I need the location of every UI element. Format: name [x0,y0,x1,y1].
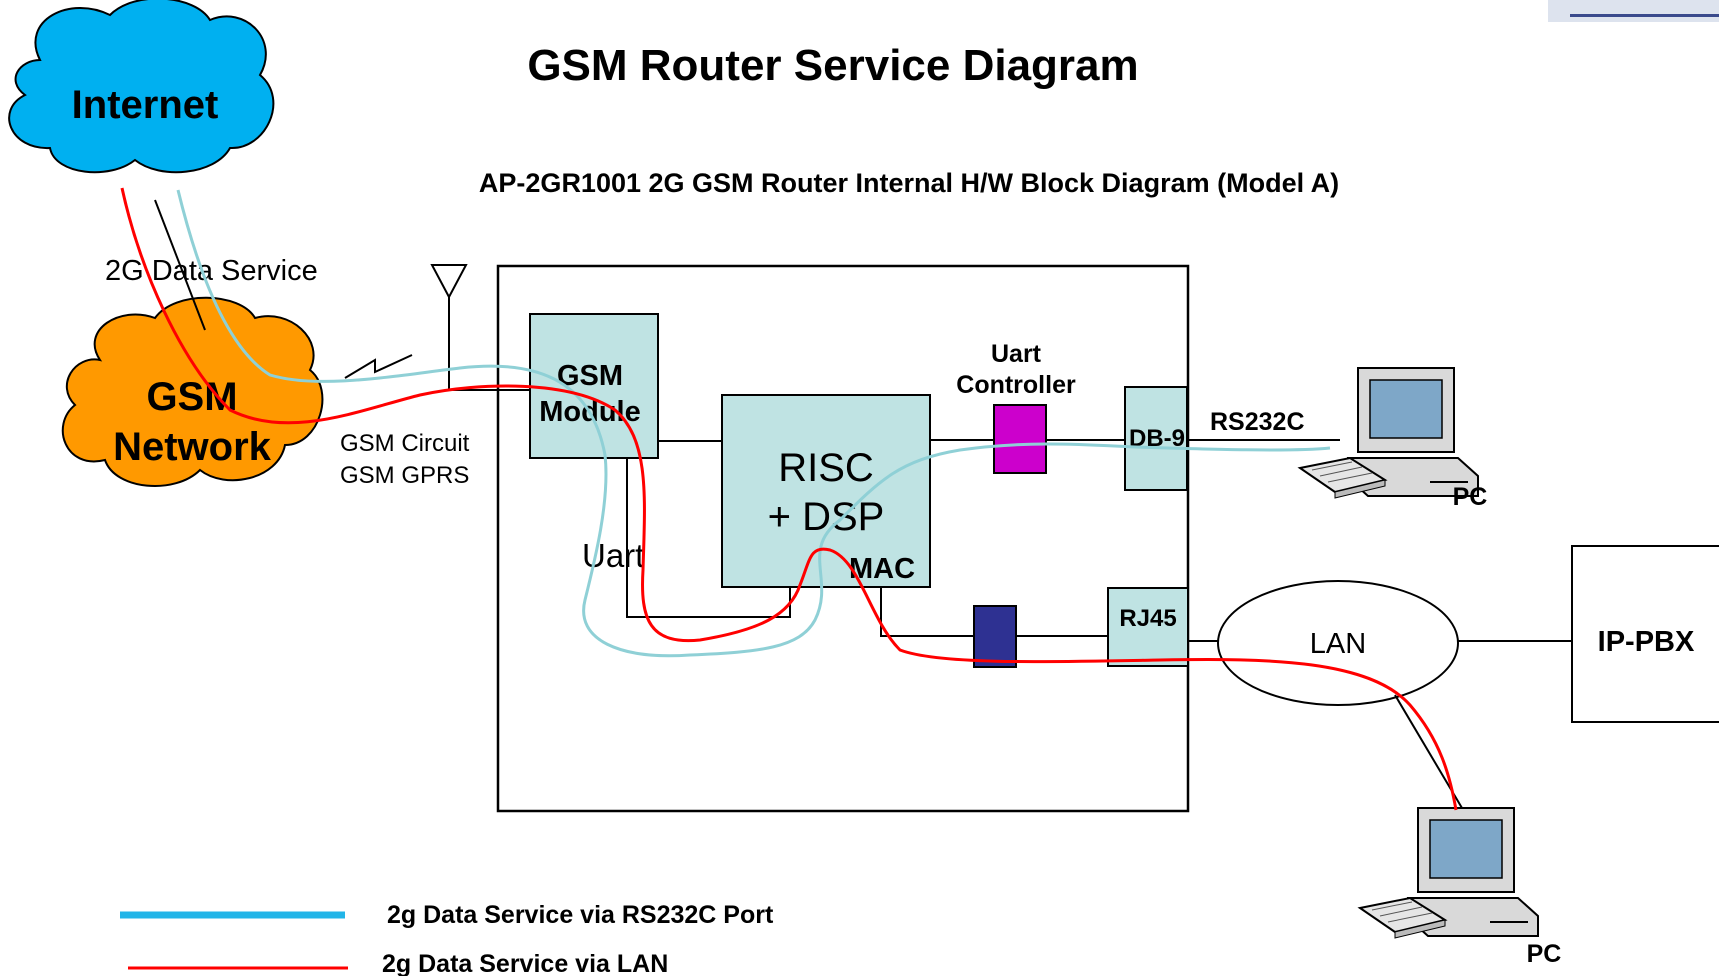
gsm-circuit-label: GSM Circuit [340,430,470,457]
ip-pbx-block: IP-PBX [1571,545,1719,723]
risc-dsp-block: RISC + DSP MAC [721,394,931,588]
wireless-signal-icon [344,354,413,379]
gsm-module-block: GSM Module [529,313,659,459]
lan-cloud: LAN [1217,580,1459,706]
rs232c-label: RS232C [1210,408,1305,436]
risc-label: RISC [778,446,874,490]
internet-cloud: Internet [8,0,275,174]
data-service-label: 2G Data Service [105,255,318,287]
ip-pbx-label: IP-PBX [1598,626,1695,658]
uart-controller-label-1: Uart [991,340,1042,368]
lan-label: LAN [1310,628,1366,660]
legend: 2g Data Service via RS232C Port 2g Data … [120,901,774,976]
mac-rj45-link [880,587,1108,637]
corner-bar [1548,0,1719,22]
rj45-port: RJ45 [1107,587,1189,667]
router-enclosure [496,264,1190,813]
rs232-service-path [176,189,1331,658]
pc-top-icon [1297,367,1479,499]
gsm-network-label-1: GSM [146,375,237,419]
pc-bottom-icon [1357,807,1539,939]
internet-label: Internet [72,83,219,127]
page-title: GSM Router Service Diagram [527,41,1138,90]
lan-service-path [120,187,1458,811]
uart-controller-block [993,404,1047,474]
gsm-gprs-label: GSM GPRS [340,462,469,489]
gsm-network-cloud: GSM Network [61,296,324,487]
legend-rs232-label: 2g Data Service via RS232C Port [387,901,774,929]
pc-bottom-label: PC [1527,940,1562,968]
pc-top-label: PC [1453,483,1488,511]
antenna-icon [430,264,530,391]
mac-label: MAC [849,553,915,585]
dsp-label: + DSP [768,495,885,539]
legend-lan-label: 2g Data Service via LAN [382,950,668,976]
uart-controller-label-2: Controller [956,371,1076,399]
db9-port: DB-9 [1124,386,1188,491]
gsm-network-label-2: Network [113,425,272,469]
lan-controller-block [973,605,1017,668]
corner-bar-line [1570,14,1719,17]
internet-gsm-link [154,199,206,331]
diagram-subtitle: AP-2GR1001 2G GSM Router Internal H/W Bl… [479,168,1339,198]
rj45-label: RJ45 [1119,605,1176,632]
